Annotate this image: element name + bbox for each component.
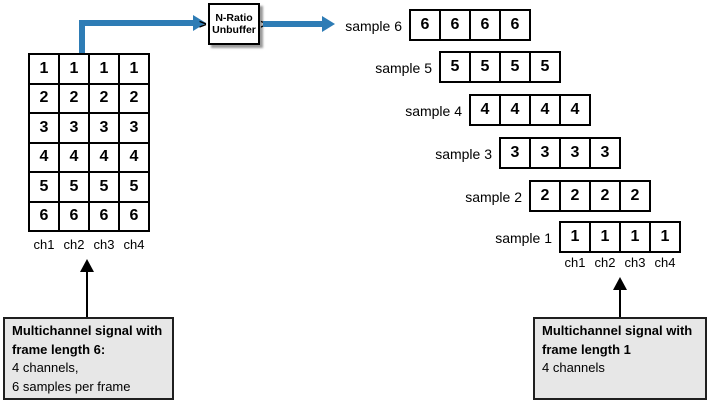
- matrix-cell: 3: [30, 114, 60, 144]
- input-signal-line-horizontal: [79, 20, 193, 26]
- channel-label: ch1: [33, 237, 55, 252]
- matrix-cell: 3: [60, 114, 90, 144]
- output-channel-labels: ch1 ch2 ch3 ch4: [560, 255, 680, 270]
- right-note-line2: frame length 1: [542, 341, 631, 357]
- output-signal-line: [263, 21, 322, 27]
- matrix-cell: 4: [60, 143, 90, 173]
- input-port-icon: >: [199, 16, 207, 32]
- sample-cell: 6: [441, 11, 471, 41]
- matrix-cell: 3: [120, 114, 150, 144]
- sample-cell: 3: [531, 139, 561, 169]
- right-note: Multichannel signal with frame length 1 …: [533, 317, 707, 400]
- matrix-cell: 6: [60, 202, 90, 232]
- sample-row-6: sample 6 6 6 6 6: [345, 9, 531, 41]
- left-note-line1: Multichannel signal with: [12, 323, 163, 338]
- sample-cell: 3: [591, 139, 621, 169]
- sample-row-3: sample 3 3 3 3 3: [435, 137, 621, 169]
- channel-label: ch2: [63, 237, 85, 252]
- matrix-cell: 4: [90, 143, 120, 173]
- channel-label: ch4: [123, 237, 145, 252]
- left-callout-arrowhead-icon: [80, 259, 94, 272]
- output-arrowhead-icon: [322, 16, 335, 32]
- sample-cell: 5: [501, 53, 531, 83]
- matrix-cell: 3: [90, 114, 120, 144]
- matrix-cell: 5: [60, 173, 90, 203]
- sample-cell: 4: [501, 96, 531, 126]
- matrix-cell: 2: [120, 84, 150, 114]
- sample-row-1: sample 1 1 1 1 1: [495, 221, 681, 253]
- right-callout-arrowhead-icon: [613, 277, 627, 290]
- unbuffer-block-label: N-Ratio Unbuffer: [212, 12, 256, 36]
- matrix-cell: 2: [90, 84, 120, 114]
- channel-label: ch3: [93, 237, 115, 252]
- sample-cell: 2: [561, 182, 591, 212]
- matrix-cell: 4: [30, 143, 60, 173]
- sample-cell: 1: [591, 223, 621, 253]
- left-note-line2: frame length 6:: [12, 341, 106, 357]
- sample-cell: 4: [471, 96, 501, 126]
- channel-label: ch4: [654, 255, 676, 270]
- sample-cell: 5: [531, 53, 561, 83]
- sample-row-label: sample 3: [435, 146, 492, 162]
- right-callout-arrow-line: [619, 289, 621, 317]
- channel-label: ch2: [594, 255, 616, 270]
- matrix-cell: 6: [120, 202, 150, 232]
- right-note-line1: Multichannel signal with: [542, 323, 693, 338]
- sample-row-label: sample 6: [345, 18, 402, 34]
- sample-row-label: sample 1: [495, 230, 552, 246]
- sample-cell: 1: [621, 223, 651, 253]
- sample-cell: 6: [501, 11, 531, 41]
- matrix-cell: 5: [30, 173, 60, 203]
- input-frame-matrix: 1 1 1 1 2 2 2 2 3 3 3 3 4 4 4 4 5 5 5 5 …: [28, 53, 150, 232]
- unbuffer-block: > N-Ratio Unbuffer >: [199, 3, 268, 45]
- matrix-cell: 1: [60, 55, 90, 85]
- sample-cell: 2: [531, 182, 561, 212]
- sample-cell: 2: [621, 182, 651, 212]
- sample-cell: 6: [411, 11, 441, 41]
- sample-row-label: sample 5: [375, 60, 432, 76]
- sample-row-5: sample 5 5 5 5 5: [375, 51, 561, 83]
- sample-cell: 1: [651, 223, 681, 253]
- block-label-line1: N-Ratio: [215, 12, 253, 24]
- sample-cell: 4: [561, 96, 591, 126]
- matrix-cell: 5: [120, 173, 150, 203]
- matrix-cell: 2: [60, 84, 90, 114]
- sample-cell: 1: [561, 223, 591, 253]
- left-note-line4: 6 samples per frame: [12, 378, 131, 394]
- matrix-cell: 1: [30, 55, 60, 85]
- sample-cell: 3: [561, 139, 591, 169]
- input-arrowhead-icon: [193, 15, 206, 31]
- sample-row-2: sample 2 2 2 2 2: [465, 180, 651, 212]
- matrix-cell: 6: [30, 202, 60, 232]
- sample-cell: 6: [471, 11, 501, 41]
- sample-row-4: sample 4 4 4 4 4: [405, 94, 591, 126]
- input-signal-line-vertical: [79, 20, 85, 54]
- channel-label: ch3: [624, 255, 646, 270]
- sample-cell: 5: [441, 53, 471, 83]
- input-channel-labels: ch1 ch2 ch3 ch4: [29, 237, 149, 252]
- matrix-cell: 2: [30, 84, 60, 114]
- sample-cell: 4: [531, 96, 561, 126]
- sample-cell: 2: [591, 182, 621, 212]
- sample-row-label: sample 4: [405, 103, 462, 119]
- channel-label: ch1: [564, 255, 586, 270]
- matrix-cell: 6: [90, 202, 120, 232]
- block-label-line2: Unbuffer: [212, 24, 256, 36]
- sample-cell: 3: [501, 139, 531, 169]
- matrix-cell: 5: [90, 173, 120, 203]
- matrix-cell: 1: [120, 55, 150, 85]
- left-callout-arrow-line: [86, 271, 88, 317]
- sample-row-label: sample 2: [465, 189, 522, 205]
- matrix-cell: 1: [90, 55, 120, 85]
- left-note: Multichannel signal with frame length 6:…: [3, 317, 174, 400]
- right-note-line3: 4 channels: [542, 360, 605, 375]
- matrix-cell: 4: [120, 143, 150, 173]
- left-note-line3: 4 channels,: [12, 360, 79, 375]
- sample-cell: 5: [471, 53, 501, 83]
